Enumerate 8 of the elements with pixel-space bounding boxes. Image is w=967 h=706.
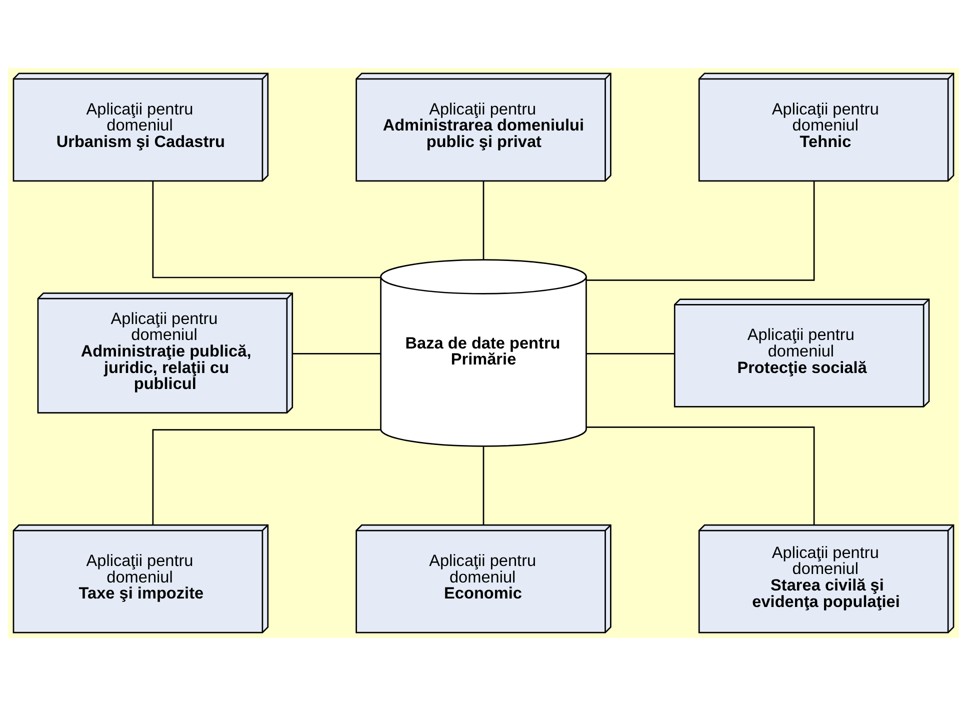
connector [292, 353, 381, 354]
connector [152, 429, 381, 526]
connector [152, 181, 381, 278]
connector [586, 353, 674, 354]
connector [482, 446, 484, 525]
connector [482, 181, 484, 260]
connector [586, 426, 815, 525]
connector [586, 181, 815, 281]
